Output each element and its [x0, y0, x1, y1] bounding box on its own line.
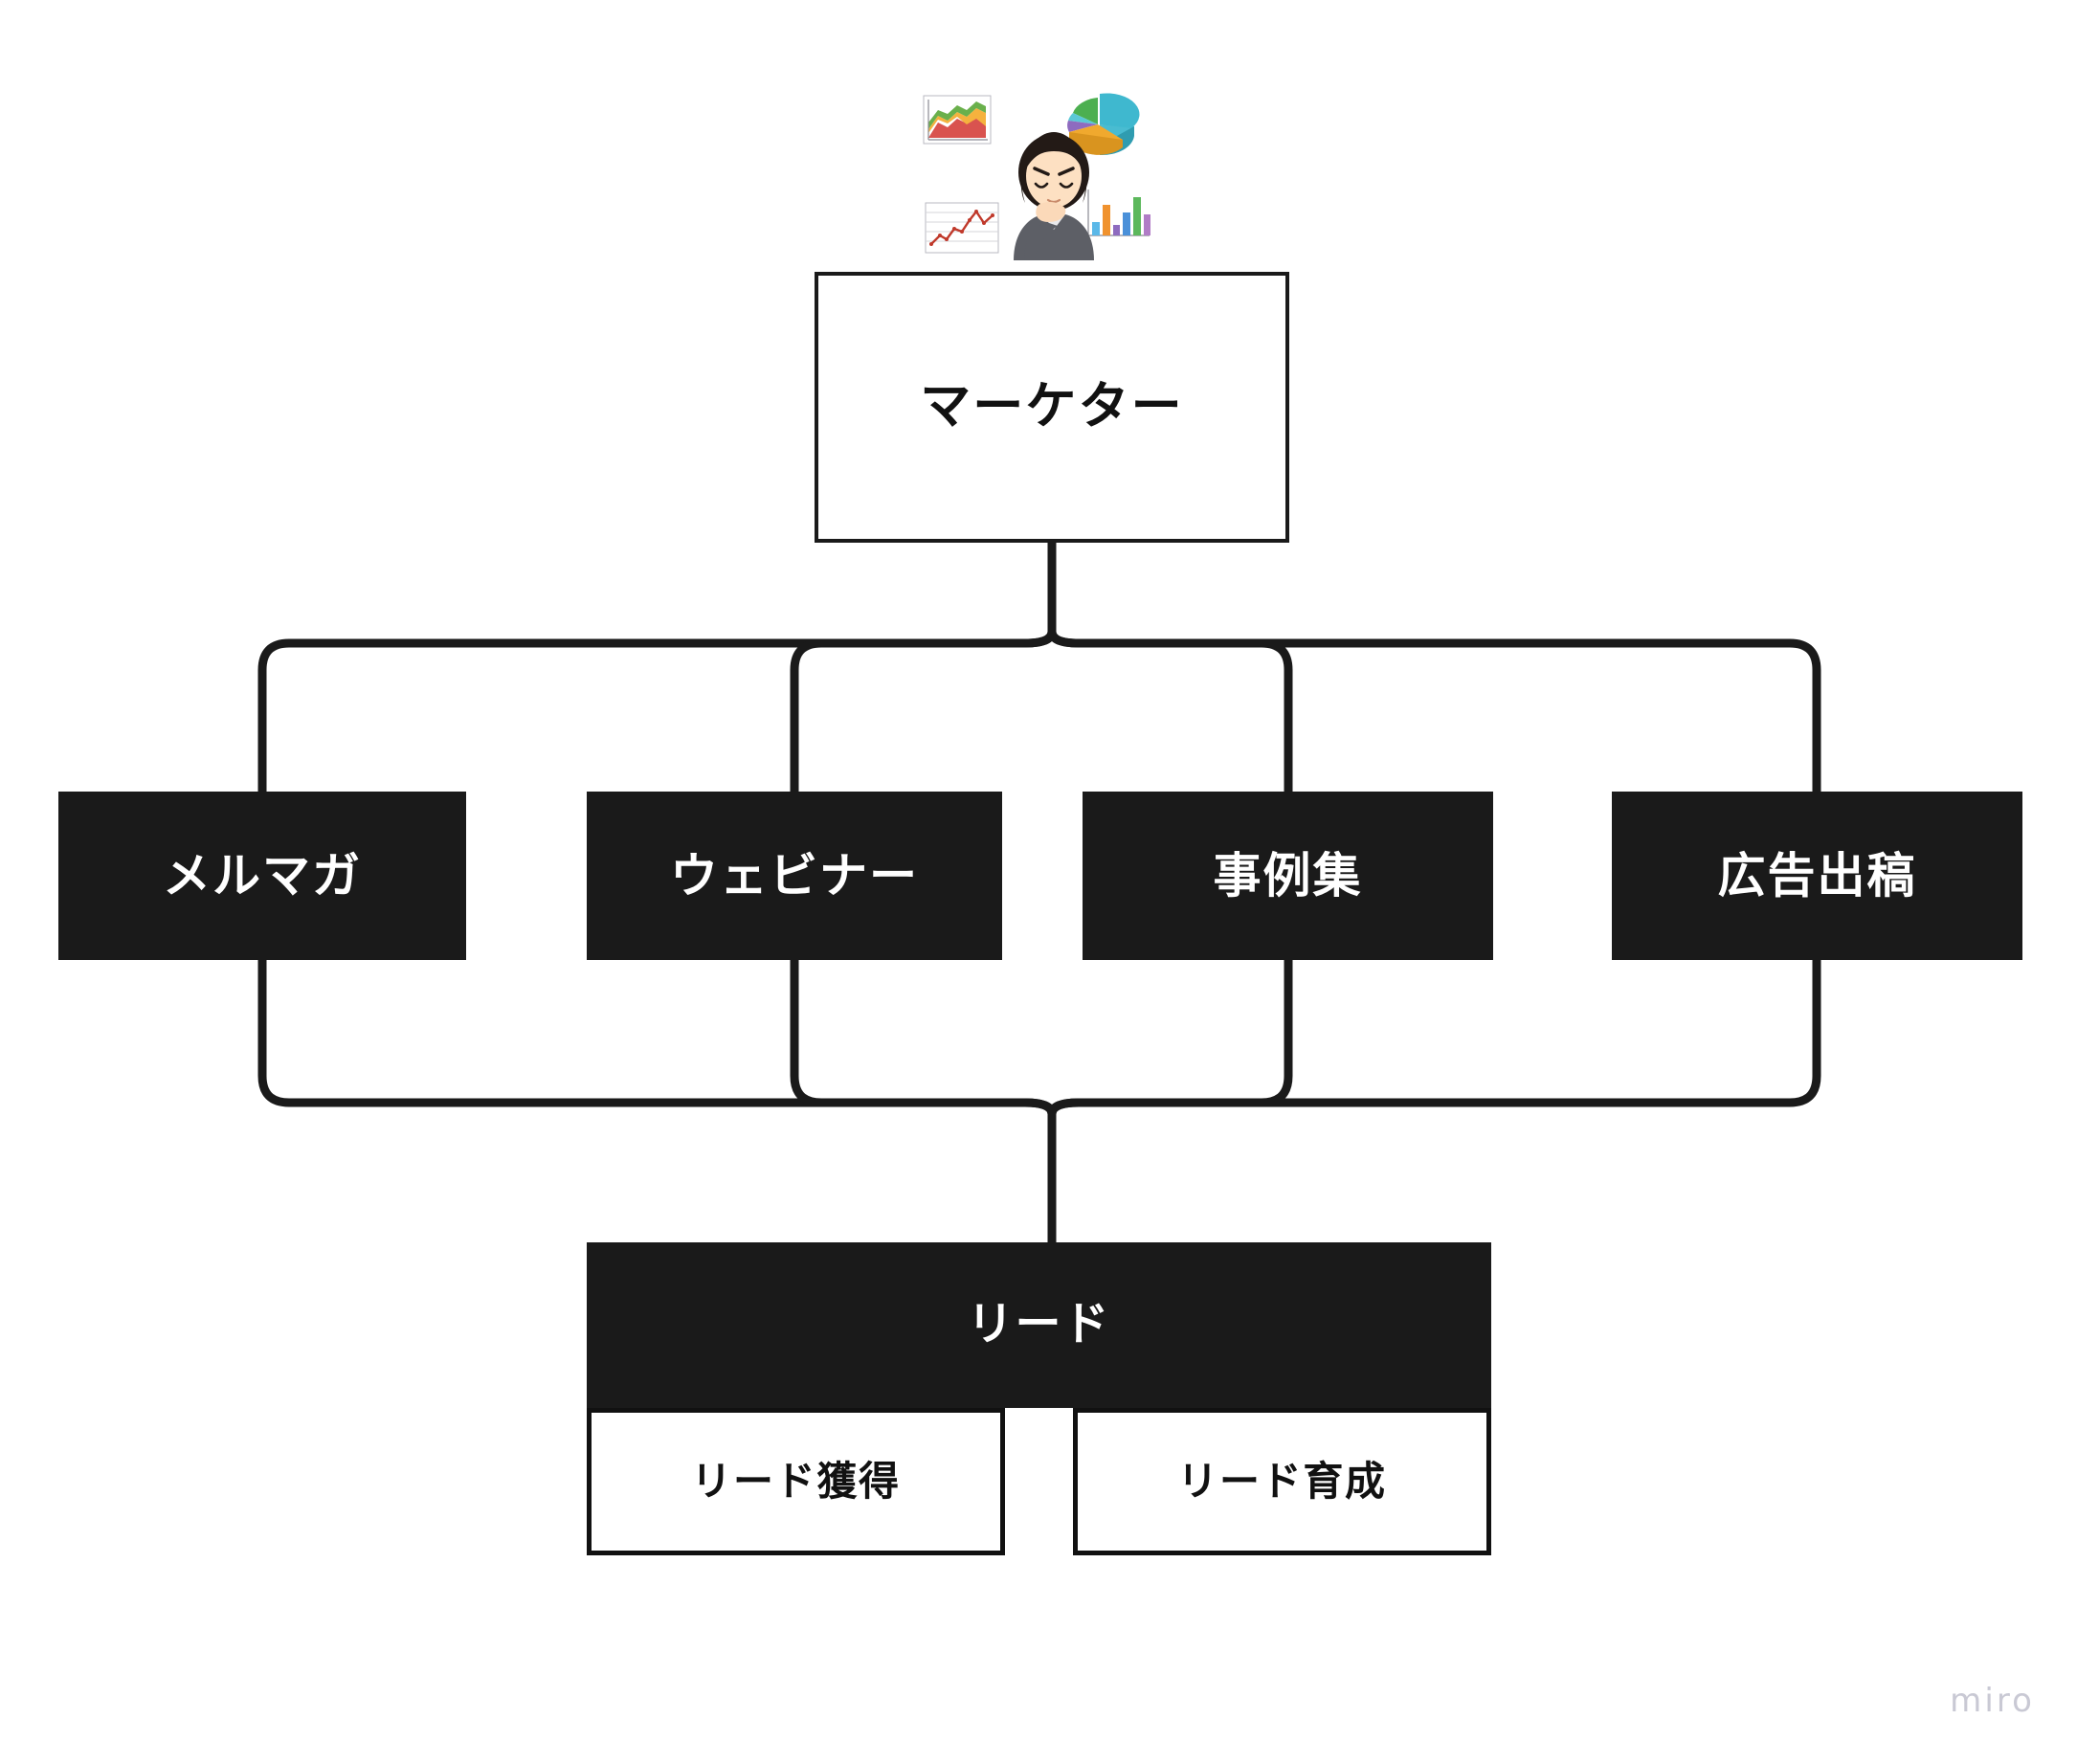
- connector-webinar-to-lead: [790, 960, 1057, 1115]
- node-marketer-label: マーケター: [920, 378, 1184, 435]
- connector-melmaga-to-lead: [257, 960, 1057, 1115]
- node-lead-nurturing[interactable]: リード育成: [1073, 1408, 1491, 1555]
- connector-root-to-melmaga: [257, 631, 1057, 792]
- connector-root-to-kokoku: [1047, 631, 1821, 792]
- connector-root-to-jireishu: [1047, 631, 1293, 792]
- area-chart-icon: [923, 95, 992, 145]
- thinking-woman-figure: [1014, 132, 1094, 260]
- node-kokoku-shukko-label: 広告出稿: [1717, 848, 1917, 903]
- node-lead-header-label: リード: [967, 1299, 1111, 1351]
- bar-chart-icon: [1087, 190, 1150, 236]
- node-webinar[interactable]: ウェビナー: [587, 792, 1002, 960]
- node-melmaga[interactable]: メルマガ: [58, 792, 466, 960]
- node-lead-acquisition[interactable]: リード獲得: [587, 1408, 1005, 1555]
- node-kokoku-shukko[interactable]: 広告出稿: [1612, 792, 2022, 960]
- node-melmaga-label: メルマガ: [163, 848, 362, 903]
- connector-jireishu-to-lead: [1047, 960, 1293, 1115]
- node-lead-header[interactable]: リード: [587, 1242, 1491, 1408]
- node-lead-nurturing-label: リード育成: [1177, 1458, 1387, 1504]
- connector-kokoku-to-lead: [1047, 960, 1821, 1115]
- pie-chart-icon: [1067, 93, 1140, 156]
- node-webinar-label: ウェビナー: [670, 848, 919, 903]
- node-jireishu-label: 事例集: [1213, 848, 1363, 903]
- miro-watermark: miro: [1950, 1682, 2035, 1720]
- node-jireishu[interactable]: 事例集: [1083, 792, 1493, 960]
- line-chart-icon: [925, 202, 999, 254]
- node-lead-acquisition-label: リード獲得: [691, 1458, 901, 1504]
- thinking-marketer-with-charts-illustration: [923, 93, 1150, 260]
- node-marketer[interactable]: マーケター: [815, 272, 1289, 543]
- connector-root-to-webinar: [790, 631, 1057, 792]
